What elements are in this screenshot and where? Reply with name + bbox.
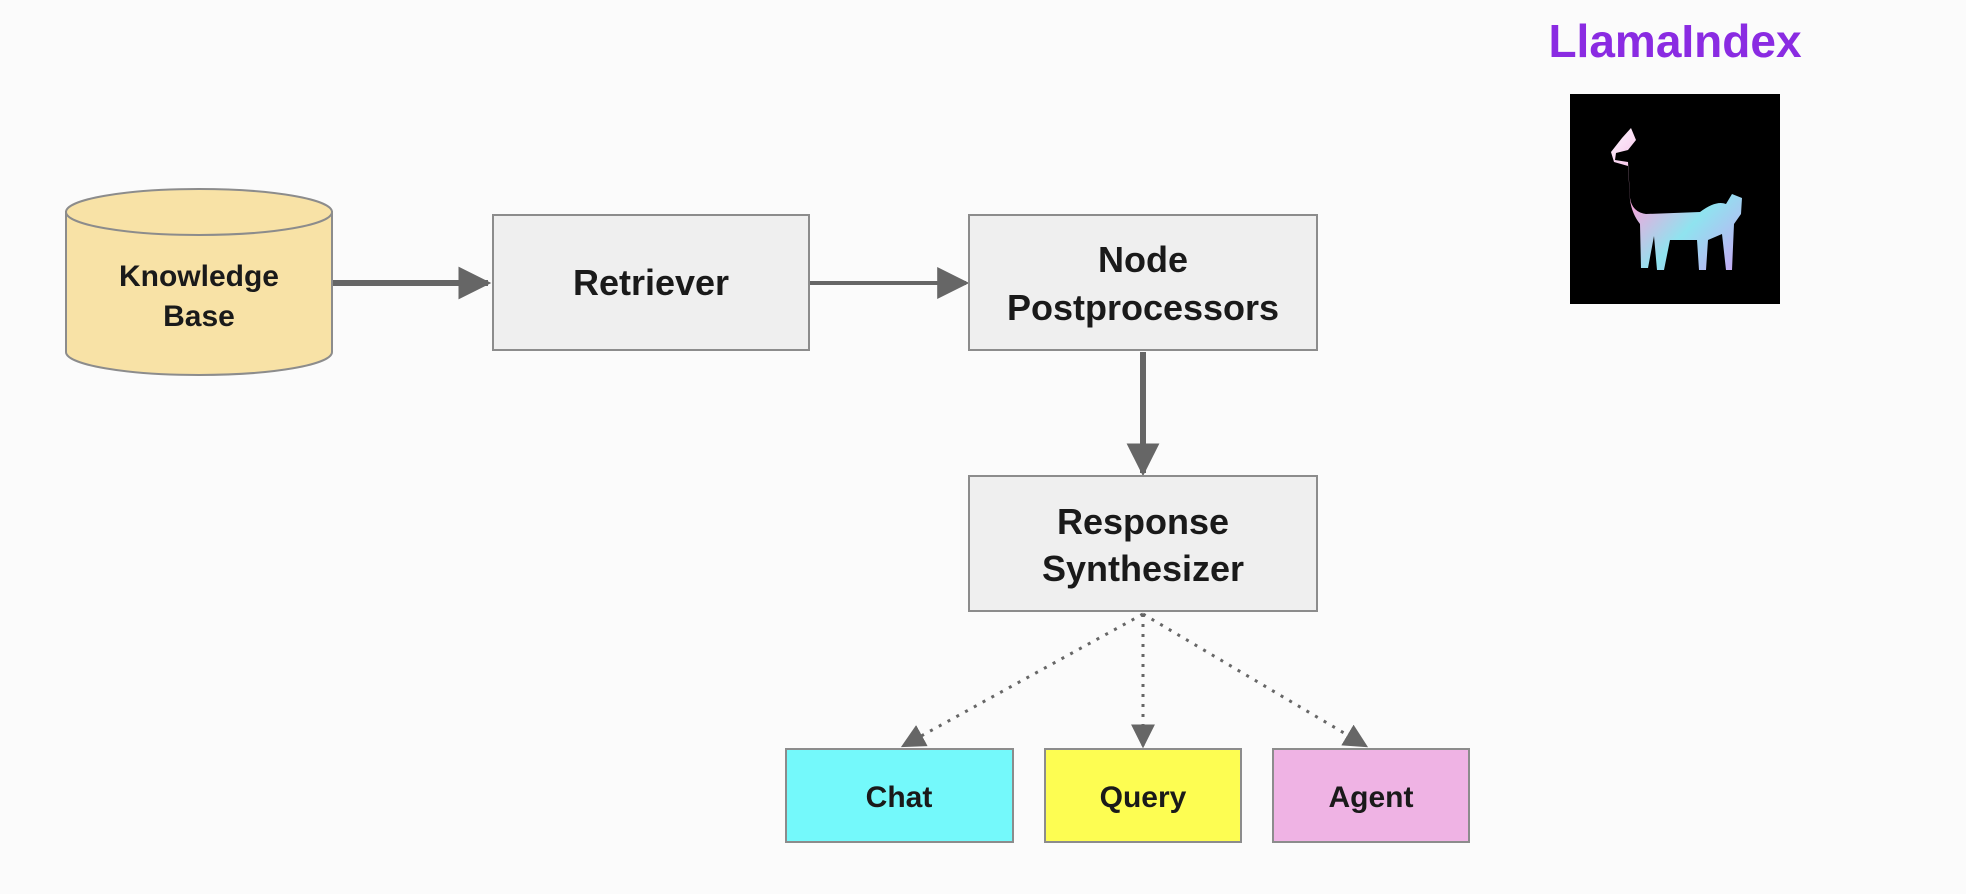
chat-label: Chat (866, 781, 933, 814)
logo-background (1570, 94, 1780, 304)
node-knowledge-base: Knowledge Base (65, 188, 333, 376)
query-label: Query (1100, 781, 1187, 814)
response-synthesizer-label-line2: Synthesizer (1042, 548, 1244, 589)
knowledge-base-label-line1: Knowledge (119, 260, 279, 293)
node-postprocessors-label-line1: Node (1098, 239, 1188, 280)
agent-box (1272, 748, 1470, 843)
retriever-box (492, 214, 810, 351)
node-response-synthesizer: Response Synthesizer (968, 475, 1318, 612)
response-synthesizer-label-line1: Response (1057, 501, 1229, 542)
agent-label: Agent (1329, 781, 1414, 814)
retriever-label: Retriever (573, 262, 729, 303)
llama-logo (1570, 94, 1780, 304)
node-retriever: Retriever (492, 214, 810, 351)
edge-response-synthesizer-to-agent (1142, 612, 1369, 748)
cylinder-top (65, 188, 333, 236)
response-synthesizer-box (968, 475, 1318, 612)
cylinder-body (65, 211, 333, 376)
node-query: Query (1044, 748, 1242, 843)
edges (332, 266, 1369, 749)
edge-response-synthesizer-to-chat (900, 612, 1144, 748)
node-postprocessors-box (968, 214, 1318, 351)
node-node-postprocessors: Node Postprocessors (968, 214, 1318, 351)
node-chat: Chat (785, 748, 1014, 843)
knowledge-base-label-line2: Base (163, 300, 235, 333)
llama-icon (1611, 128, 1742, 270)
node-agent: Agent (1272, 748, 1470, 843)
query-box (1044, 748, 1242, 843)
node-postprocessors-label-line2: Postprocessors (1007, 287, 1279, 328)
brand-title: LlamaIndex (1548, 15, 1802, 67)
chat-box (785, 748, 1014, 843)
